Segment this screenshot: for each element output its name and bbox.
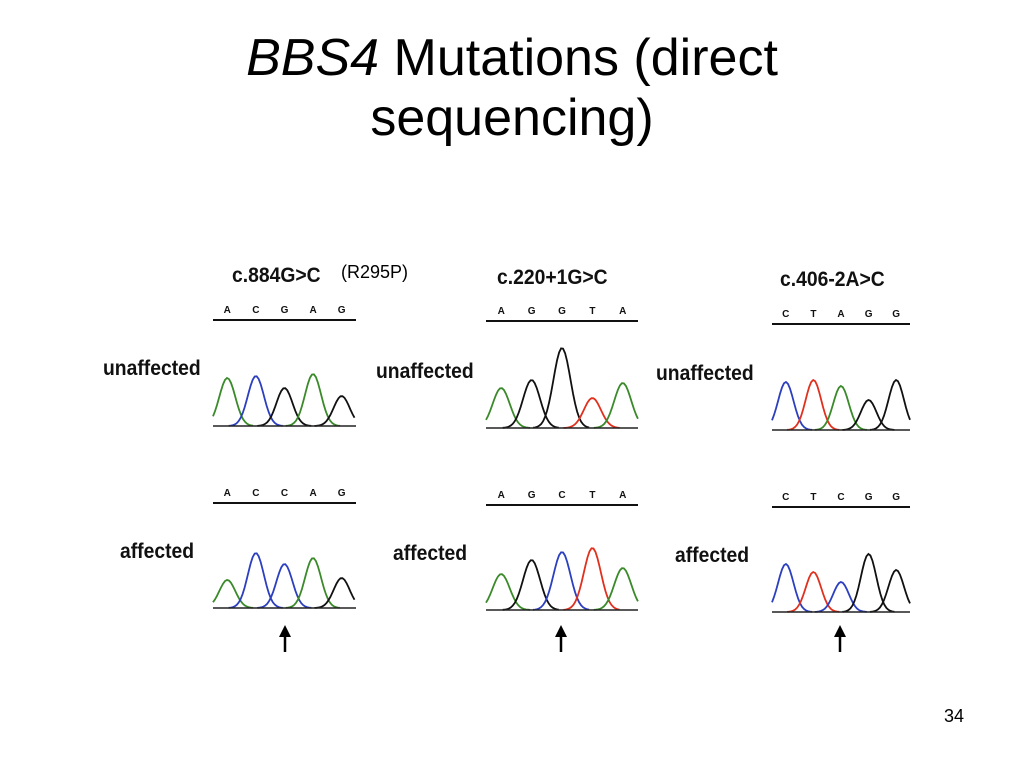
panel1-affected-peak-1 — [212, 579, 254, 609]
panel3-affected-base-1: C — [782, 492, 789, 503]
panel3-unaffected-peak-1 — [771, 380, 813, 431]
panel2-unaffected-peak-5 — [593, 382, 639, 429]
panel1-unaffected-peak-2 — [228, 375, 283, 427]
panel1-unaffected-peak-1 — [212, 376, 254, 427]
row-label-unaffected-2: unaffected — [376, 360, 474, 383]
panel3-affected-base-4: G — [865, 492, 873, 503]
panel2-affected-base-1: A — [498, 490, 505, 501]
panel1-unaffected-base-1: A — [224, 305, 231, 316]
panel3-affected-base-5: G — [892, 492, 900, 503]
panel3-affected-peak-2 — [787, 570, 840, 613]
panel2-affected-peak-1 — [485, 573, 531, 611]
row-label-unaffected-3: unaffected — [656, 362, 754, 385]
panel2-unaffected-peak-2 — [502, 379, 559, 429]
panel3-affected-base-3: C — [837, 492, 844, 503]
panel1-affected-peak-5 — [314, 577, 356, 609]
panel3-affected-peak-4 — [842, 552, 895, 613]
row-label-affected-3: affected — [675, 544, 750, 567]
panel2-affected-base-3: C — [558, 490, 565, 501]
mutation-label-1: c.884G>C — [232, 264, 321, 287]
panel1-mutation-arrow-icon — [279, 625, 291, 637]
title-gene-name: BBS4 — [246, 29, 380, 87]
panel3-unaffected-base-5: G — [892, 309, 900, 320]
panel1-affected-base-2: C — [252, 488, 259, 499]
panel3-unaffected-base-2: T — [810, 309, 816, 320]
panel3-affected-base-2: T — [810, 492, 816, 503]
panel3-unaffected-base-1: C — [782, 309, 789, 320]
panel2-affected-base-4: T — [589, 490, 595, 501]
panel2-mutation-arrow-icon — [555, 625, 567, 637]
slide-title: BBS4 Mutations (direct sequencing) — [0, 28, 1024, 148]
panel3-unaffected-peak-2 — [787, 378, 840, 431]
row-label-affected-2: affected — [393, 542, 468, 565]
panel2-affected-peak-3 — [533, 551, 590, 611]
mutation-label-3: c.406-2A>C — [780, 268, 885, 291]
panel2-unaffected-base-5: A — [619, 306, 626, 317]
panel1-affected-base-4: A — [309, 488, 316, 499]
protein-change-1: (R295P) — [341, 262, 409, 282]
panel1-unaffected-base-3: G — [281, 305, 289, 316]
row-label-unaffected-1: unaffected — [103, 357, 201, 380]
panel3-unaffected-peak-3 — [814, 384, 867, 431]
panel3-affected-peak-1 — [771, 562, 813, 613]
panel3-unaffected-base-4: G — [865, 309, 873, 320]
panel1-unaffected-peak-5 — [314, 395, 356, 427]
panel3-unaffected-base-3: A — [837, 309, 844, 320]
panel1-affected-base-3: C — [281, 488, 288, 499]
panel2-unaffected-peak-1 — [485, 387, 531, 429]
panel3-affected-peak-3 — [814, 580, 867, 613]
title-line1-rest: Mutations (direct — [393, 29, 778, 87]
panel2-unaffected-peak-4 — [563, 397, 620, 429]
panel1-unaffected-base-5: G — [338, 305, 346, 316]
panel3-unaffected-peak-4 — [842, 398, 895, 431]
panel2-unaffected-base-3: G — [558, 306, 566, 317]
panel3-mutation-arrow-icon — [834, 625, 846, 637]
panel1-unaffected-base-2: C — [252, 305, 259, 316]
row-label-affected-1: affected — [120, 540, 195, 563]
panel1-affected-base-1: A — [224, 488, 231, 499]
mutation-label-2: c.220+1G>C — [497, 266, 608, 289]
panel2-affected-base-2: G — [528, 490, 536, 501]
panel1-unaffected-base-4: A — [309, 305, 316, 316]
title-line2: sequencing) — [370, 89, 654, 147]
panel2-affected-peak-4 — [563, 547, 620, 611]
panel1-affected-peak-4 — [285, 557, 340, 609]
panel1-affected-peak-3 — [257, 563, 312, 609]
slide-number: 34 — [943, 706, 964, 726]
panel3-unaffected-peak-5 — [869, 378, 911, 431]
panel1-unaffected-peak-3 — [257, 387, 312, 427]
panel2-affected-peak-5 — [593, 567, 639, 611]
panel2-unaffected-base-1: A — [498, 306, 505, 317]
panel2-affected-peak-2 — [502, 559, 559, 611]
panel3-affected-peak-5 — [869, 568, 911, 613]
panel1-affected-peak-2 — [228, 552, 283, 609]
panel2-unaffected-base-4: T — [589, 306, 595, 317]
panel2-affected-base-5: A — [619, 490, 626, 501]
panel1-affected-base-5: G — [338, 488, 346, 499]
panel1-unaffected-peak-4 — [285, 373, 340, 427]
panel2-unaffected-base-2: G — [528, 306, 536, 317]
